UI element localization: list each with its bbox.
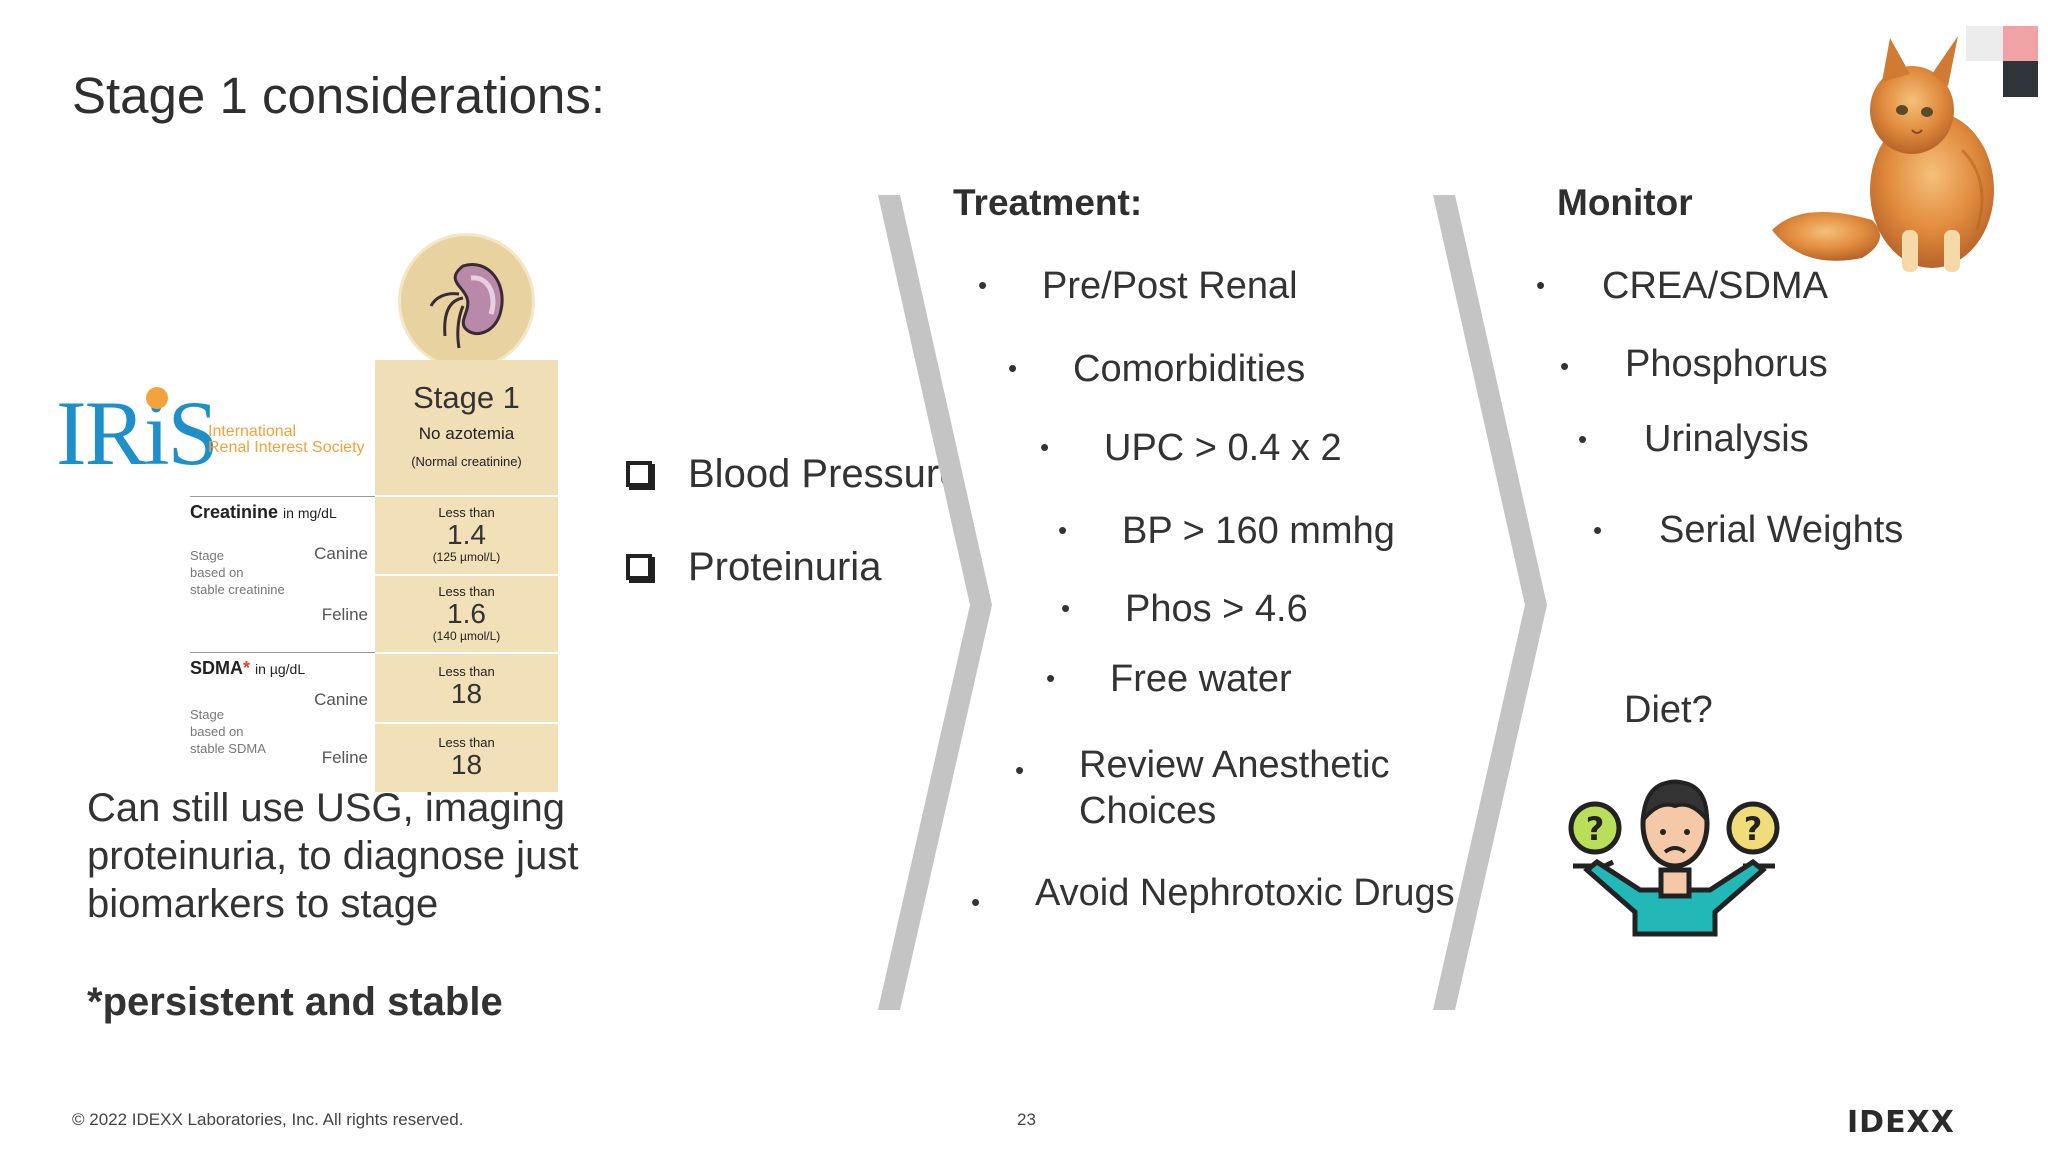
checkbox-icon (626, 554, 652, 580)
treatment-item: Review Anesthetic Choices (1079, 744, 1390, 832)
iris-org-line2: Renal Interest Society (208, 439, 365, 456)
creatinine-feline-si: (140 µmol/L) (432, 629, 501, 643)
confused-person-icon: ? ? (1568, 779, 1780, 937)
sdma-unit: in µg/dL (255, 661, 306, 677)
species-feline: Feline (321, 748, 368, 767)
monitor-item: Phosphorus (1625, 343, 1828, 385)
species-canine: Canine (314, 544, 368, 563)
monitor-item: Serial Weights (1659, 509, 1904, 551)
bullet-icon: • (1061, 593, 1071, 623)
basis-line: stable creatinine (190, 582, 285, 597)
corner-accent-dark (2003, 61, 2038, 97)
basis-line: stable SDMA (190, 741, 266, 756)
bullet-icon: • (1046, 663, 1056, 693)
basis-line: Stage (190, 548, 224, 563)
sdma-basis: Stage based on stable SDMA (190, 706, 266, 757)
bullet-icon: • (1536, 270, 1546, 300)
creatinine-canine-si: (125 µmol/L) (432, 550, 501, 564)
sdma-asterisk: * (243, 658, 251, 678)
iris-org-line1: International (208, 423, 297, 440)
treatment-item: Comorbidities (1073, 348, 1306, 390)
creatinine-canine-value: 1.4 (447, 519, 486, 550)
sdma-canine-cell: Less than 18 (375, 664, 558, 709)
svg-text:?: ? (1744, 810, 1763, 848)
diagnosis-note: Can still use USG, imaging proteinuria, … (87, 786, 579, 926)
treatment-item: Phos > 4.6 (1125, 588, 1308, 630)
iris-logo-dot (146, 387, 168, 409)
row-divider (375, 722, 558, 724)
chevron-arrow-treatment (878, 195, 992, 1010)
treatment-item: BP > 160 mmhg (1122, 510, 1395, 552)
less-than-label: Less than (438, 664, 495, 679)
creatinine-label-text: Creatinine (190, 502, 279, 522)
kidney-badge (398, 233, 535, 370)
creatinine-unit: in mg/dL (283, 505, 337, 521)
sdma-feline-cell: Less than 18 (375, 735, 558, 780)
monitor-item: CREA/SDMA (1602, 265, 1828, 307)
chevron-arrow-monitor (1433, 195, 1547, 1010)
bullet-icon: • (1578, 424, 1588, 454)
bullet-icon: • (971, 887, 981, 917)
monitor-header: Monitor (1557, 182, 1693, 223)
cat-photo (1772, 36, 1994, 272)
idexx-logo: IDEXX (1847, 1105, 1955, 1140)
monitor-item: Urinalysis (1644, 418, 1809, 460)
bullet-icon: • (1560, 351, 1570, 381)
less-than-label: Less than (438, 584, 495, 599)
svg-text:?: ? (1586, 810, 1605, 848)
stage-description-note: (Normal creatinine) (411, 454, 522, 469)
less-than-label: Less than (438, 505, 495, 520)
slide-title: Stage 1 considerations: (72, 67, 606, 124)
treatment-item: Pre/Post Renal (1042, 265, 1298, 307)
basis-line: based on (190, 565, 244, 580)
row-divider (375, 652, 558, 654)
sdma-canine-value: 18 (450, 678, 483, 709)
bullet-icon: • (1040, 432, 1050, 462)
bullet-icon: • (1058, 515, 1068, 545)
bullet-icon: • (1008, 353, 1018, 383)
stage-header: Stage 1 No azotemia (Normal creatinine) (375, 360, 558, 495)
species-canine: Canine (314, 690, 368, 709)
bullet-icon: • (978, 270, 988, 300)
basis-line: based on (190, 724, 244, 739)
less-than-label: Less than (438, 735, 495, 750)
creatinine-canine-cell: Less than 1.4 (125 µmol/L) (375, 505, 558, 564)
table-rule (190, 496, 375, 497)
creatinine-feline-value: 1.6 (447, 598, 486, 629)
checklist-item-proteinuria: Proteinuria (688, 545, 882, 589)
checkbox-icon (626, 461, 652, 487)
persistent-note: *persistent and stable (87, 980, 503, 1024)
iris-org-name: International Renal Interest Society (208, 424, 365, 456)
treatment-item: Free water (1110, 658, 1292, 700)
sdma-label: SDMA* in µg/dL (190, 658, 305, 679)
sdma-feline-value: 18 (450, 749, 483, 780)
creatinine-basis: Stage based on stable creatinine (190, 547, 285, 598)
page-number: 23 (1017, 1110, 1036, 1129)
bullet-icon: • (1593, 515, 1603, 545)
corner-accent-light (1966, 26, 2003, 61)
sdma-label-text: SDMA (190, 658, 243, 678)
row-divider (375, 495, 558, 497)
table-rule (190, 652, 375, 653)
creatinine-label: Creatinine in mg/dL (190, 502, 337, 523)
stage-title: Stage 1 (413, 380, 520, 415)
creatinine-feline-cell: Less than 1.6 (140 µmol/L) (375, 584, 558, 643)
species-feline: Feline (321, 605, 368, 624)
checklist-item-blood-pressure: Blood Pressure (688, 452, 962, 496)
treatment-item: UPC > 0.4 x 2 (1104, 427, 1342, 469)
treatment-header: Treatment: (953, 182, 1143, 223)
treatment-item: Avoid Nephrotoxic Drugs (1035, 872, 1455, 914)
corner-accent-pink (2003, 26, 2038, 61)
copyright-notice: © 2022 IDEXX Laboratories, Inc. All righ… (72, 1110, 464, 1129)
kidney-icon (429, 263, 504, 349)
basis-line: Stage (190, 707, 224, 722)
iris-logo: IRiS (56, 382, 219, 484)
row-divider (375, 574, 558, 576)
diet-question: Diet? (1624, 689, 1713, 731)
stage-description: No azotemia (418, 424, 515, 443)
bullet-icon: • (1015, 755, 1025, 785)
